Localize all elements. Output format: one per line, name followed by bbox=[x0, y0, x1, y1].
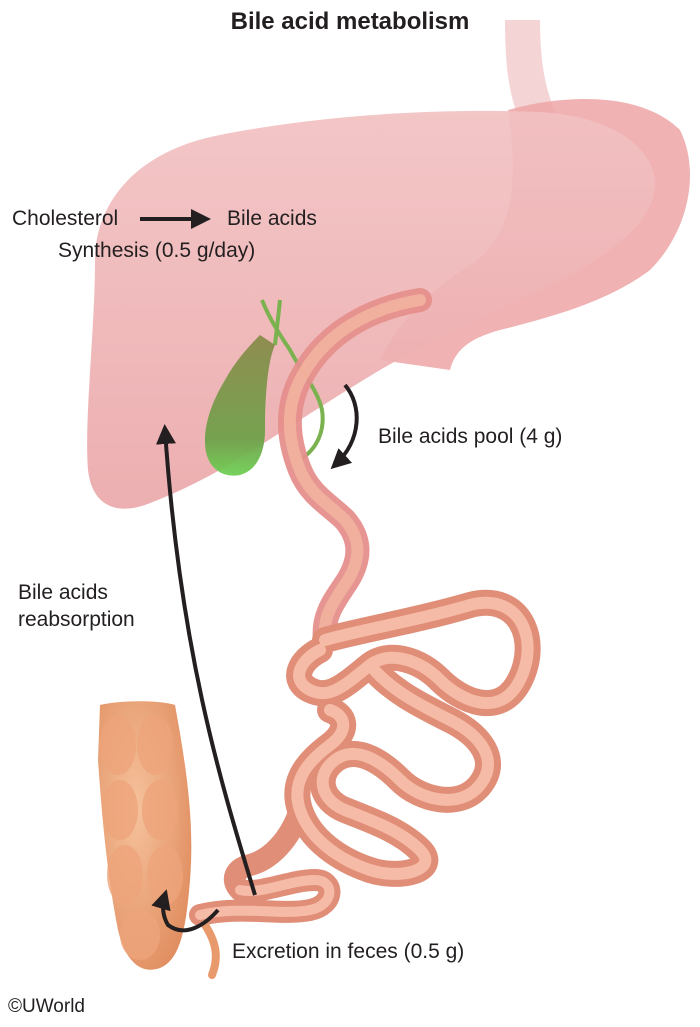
excretion-label: Excretion in feces (0.5 g) bbox=[232, 940, 465, 963]
cholesterol-label: Cholesterol bbox=[12, 207, 119, 230]
small-intestine bbox=[223, 590, 541, 901]
reabsorption-label-line2: reabsorption bbox=[18, 608, 135, 631]
gallbladder bbox=[204, 335, 275, 476]
colon bbox=[98, 701, 220, 979]
reabsorption-arrow bbox=[155, 424, 257, 896]
diagram-title: Bile acid metabolism bbox=[230, 8, 470, 35]
synthesis-label: Synthesis (0.5 g/day) bbox=[58, 239, 256, 262]
copyright-notice: ©UWorld bbox=[8, 996, 85, 1017]
pool-circulation-arrow bbox=[330, 383, 359, 470]
excretion-arrow bbox=[151, 889, 220, 933]
esophagus bbox=[505, 20, 560, 120]
hepatic-duct bbox=[273, 299, 282, 346]
reabsorption-label-line1: Bile acids bbox=[18, 581, 108, 604]
bile-acids-pool-label: Bile acids pool (4 g) bbox=[378, 425, 563, 448]
bile-acids-label: Bile acids bbox=[227, 207, 317, 230]
